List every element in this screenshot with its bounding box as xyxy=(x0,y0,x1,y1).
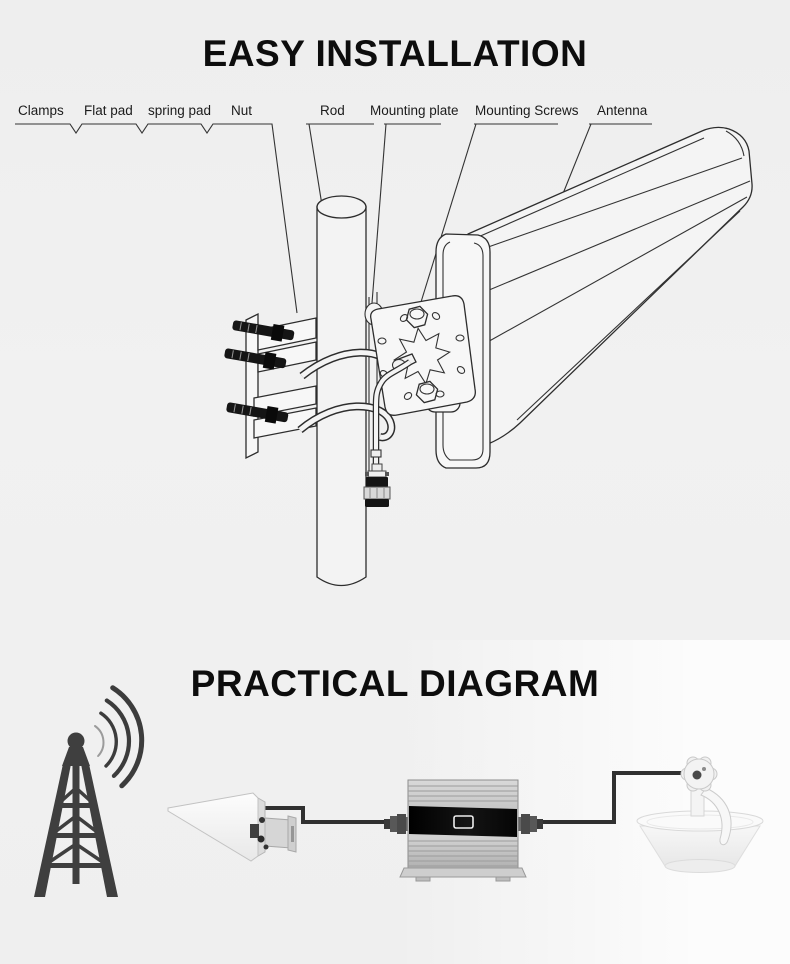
clamp-bolt xyxy=(224,348,287,370)
label-mounting-plate: Mounting plate xyxy=(370,103,459,118)
mounting-screw xyxy=(415,380,439,404)
repeater-left-connector xyxy=(384,814,411,834)
repeater-display xyxy=(453,815,474,829)
antenna-horn xyxy=(465,126,753,449)
label-rod: Rod xyxy=(320,103,345,118)
clamp-plate xyxy=(253,407,317,439)
signal-waves-icon xyxy=(94,685,145,789)
label-clamps: Clamps xyxy=(18,103,64,118)
repeater-fins xyxy=(408,785,518,867)
cell-tower-icon xyxy=(34,685,145,897)
clamp-assembly xyxy=(224,312,317,460)
u-bolt-lower xyxy=(297,402,396,442)
repeater-right-connector xyxy=(516,814,543,834)
label-nut: Nut xyxy=(231,103,253,118)
clamp-bolt xyxy=(232,320,295,342)
repeater-front-panel xyxy=(409,806,517,837)
coax-pigtail xyxy=(370,353,417,466)
label-antenna: Antenna xyxy=(597,103,648,118)
label-spring-pad: spring pad xyxy=(148,103,212,118)
label-flat-pad: Flat pad xyxy=(84,103,133,118)
signal-repeater-icon xyxy=(384,779,543,882)
installation-title: EASY INSTALLATION xyxy=(202,33,588,74)
coax-cable-outdoor xyxy=(258,806,392,824)
mast-pole xyxy=(316,195,367,587)
practical-title: PRACTICAL DIAGRAM xyxy=(190,663,600,704)
n-connector xyxy=(363,463,391,507)
coax-cable-indoor xyxy=(540,771,690,824)
label-mounting-screws: Mounting Screws xyxy=(475,103,579,118)
ceiling-antenna-icon xyxy=(636,756,764,873)
mount-hook xyxy=(700,787,732,846)
tower-braces xyxy=(44,785,108,868)
star-cutout xyxy=(392,326,452,386)
callout-lines xyxy=(15,123,652,316)
mounting-plate xyxy=(370,295,476,416)
clamp-bolt xyxy=(226,402,289,424)
mount-clamp xyxy=(680,756,718,792)
outdoor-antenna-icon xyxy=(167,792,297,862)
